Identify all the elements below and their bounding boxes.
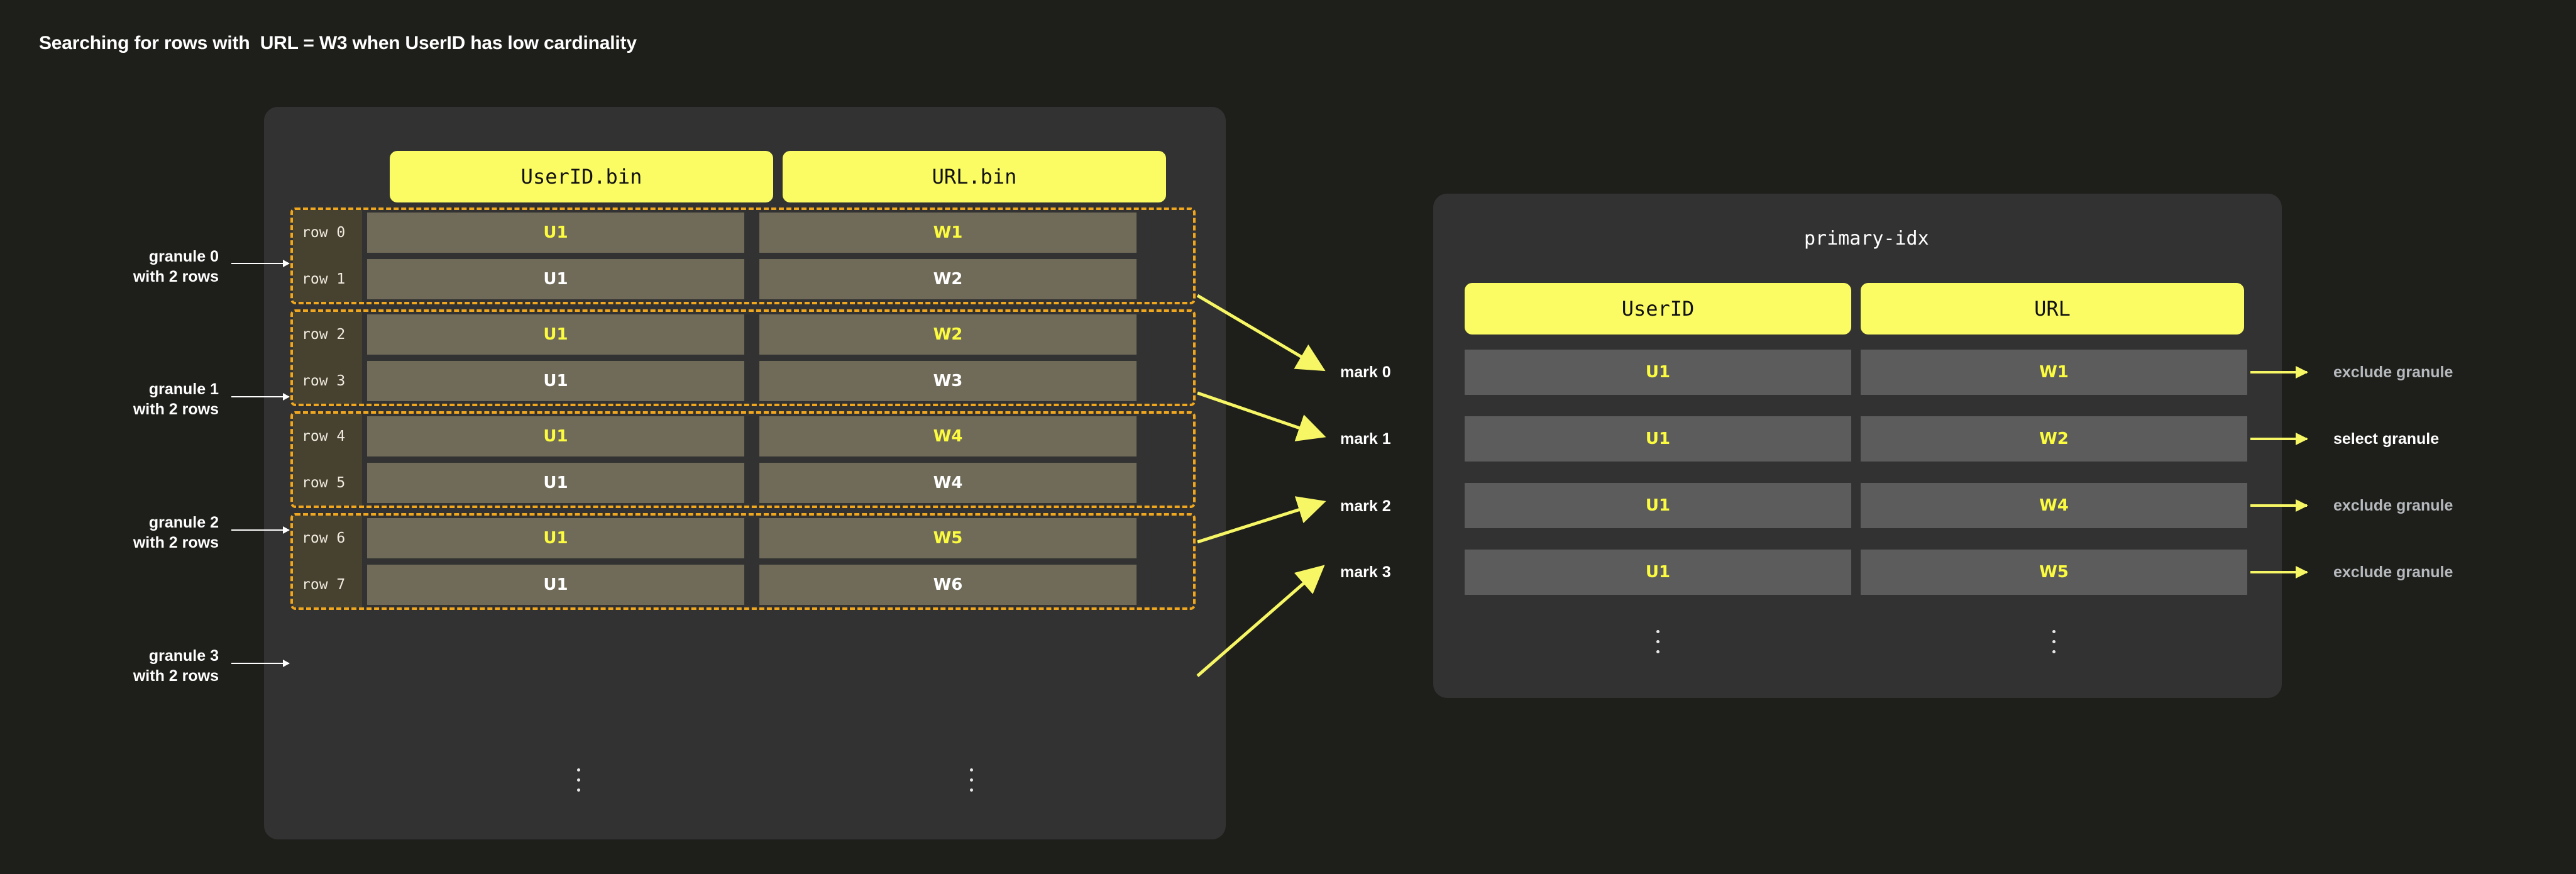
granule-note-title: granule 0 bbox=[148, 248, 219, 265]
granule-note-sub: with 2 rows bbox=[133, 667, 219, 685]
granule-note-sub: with 2 rows bbox=[133, 268, 219, 285]
page-title: Searching for rows with URL = W3 when Us… bbox=[39, 33, 637, 53]
result-arrow-3 bbox=[2250, 566, 2308, 578]
index-column-header-userid: UserID bbox=[1465, 283, 1851, 335]
granule-note-1: granule 1 with 2 rows bbox=[74, 379, 219, 419]
granule-pointer-arrow-1 bbox=[231, 393, 290, 401]
granule-note-title: granule 3 bbox=[148, 647, 219, 665]
mark-label-2: mark 2 bbox=[1340, 497, 1391, 515]
index-cell-userid: U1 bbox=[1465, 550, 1851, 595]
row-label: row 6 bbox=[293, 518, 362, 558]
index-cell-userid: U1 bbox=[1465, 483, 1851, 528]
granule-note-title: granule 2 bbox=[148, 514, 219, 531]
table-row: row 4 U1 W4 bbox=[293, 416, 1193, 456]
mark-label-3: mark 3 bbox=[1340, 563, 1391, 581]
url-column-ellipsis-icon bbox=[970, 768, 973, 792]
result-label-0: exclude granule bbox=[2333, 363, 2453, 381]
cell-userid: U1 bbox=[367, 259, 744, 299]
table-row: row 0 U1 W1 bbox=[293, 213, 1193, 253]
row-label: row 0 bbox=[293, 213, 362, 253]
column-header-userid-bin: UserID.bin bbox=[390, 151, 773, 202]
granule-note-title: granule 1 bbox=[148, 380, 219, 398]
cell-userid: U1 bbox=[367, 213, 744, 253]
index-cell-url: W2 bbox=[1861, 416, 2247, 462]
table-row: row 2 U1 W2 bbox=[293, 314, 1193, 355]
primary-idx-title: primary-idx bbox=[1804, 228, 1929, 250]
userid-column-ellipsis-icon bbox=[577, 768, 580, 792]
cell-userid: U1 bbox=[367, 416, 744, 456]
index-column-header-url: URL bbox=[1861, 283, 2244, 335]
cell-url: W6 bbox=[759, 565, 1137, 605]
granule-note-0: granule 0 with 2 rows bbox=[74, 246, 219, 287]
table-row: row 1 U1 W2 bbox=[293, 259, 1193, 299]
index-url-ellipsis-icon bbox=[2052, 630, 2056, 653]
row-label: row 1 bbox=[293, 259, 362, 299]
cell-url: W2 bbox=[759, 259, 1137, 299]
granule-box: row 4 U1 W4 row 5 U1 W4 bbox=[290, 411, 1196, 508]
cell-url: W2 bbox=[759, 314, 1137, 355]
granule-note-sub: with 2 rows bbox=[133, 401, 219, 418]
granule-pointer-arrow-3 bbox=[231, 660, 290, 667]
granule-list: row 0 U1 W1 row 1 U1 W2 row 2 U1 W2 bbox=[290, 207, 1196, 615]
cell-userid: U1 bbox=[367, 314, 744, 355]
granule-box: row 2 U1 W2 row 3 U1 W3 bbox=[290, 309, 1196, 406]
result-label-1: select granule bbox=[2333, 430, 2440, 448]
index-cell-userid: U1 bbox=[1465, 416, 1851, 462]
cell-userid: U1 bbox=[367, 518, 744, 558]
index-cell-userid: U1 bbox=[1465, 350, 1851, 395]
cell-url: W1 bbox=[759, 213, 1137, 253]
row-label: row 4 bbox=[293, 416, 362, 456]
row-label: row 5 bbox=[293, 463, 362, 503]
mark-label-0: mark 0 bbox=[1340, 363, 1391, 381]
granule-pointer-arrow-0 bbox=[231, 260, 290, 267]
granule-box: row 6 U1 W5 row 7 U1 W6 bbox=[290, 513, 1196, 610]
cell-url: W5 bbox=[759, 518, 1137, 558]
row-label: row 3 bbox=[293, 361, 362, 401]
result-label-3: exclude granule bbox=[2333, 563, 2453, 581]
result-arrow-2 bbox=[2250, 499, 2308, 512]
granule-note-3: granule 3 with 2 rows bbox=[74, 646, 219, 686]
mark-label-1: mark 1 bbox=[1340, 430, 1391, 448]
index-userid-ellipsis-icon bbox=[1656, 630, 1660, 653]
granule-note-sub: with 2 rows bbox=[133, 534, 219, 551]
granule-pointer-arrow-2 bbox=[231, 526, 290, 534]
index-cell-url: W5 bbox=[1861, 550, 2247, 595]
row-label: row 2 bbox=[293, 314, 362, 355]
table-row: row 6 U1 W5 bbox=[293, 518, 1193, 558]
cell-url: W4 bbox=[759, 416, 1137, 456]
table-row: row 3 U1 W3 bbox=[293, 361, 1193, 401]
table-row: row 7 U1 W6 bbox=[293, 565, 1193, 605]
column-header-url-bin: URL.bin bbox=[783, 151, 1166, 202]
table-row: row 5 U1 W4 bbox=[293, 463, 1193, 503]
cell-userid: U1 bbox=[367, 463, 744, 503]
cell-url: W4 bbox=[759, 463, 1137, 503]
cell-userid: U1 bbox=[367, 565, 744, 605]
row-label: row 7 bbox=[293, 565, 362, 605]
granule-box: row 0 U1 W1 row 1 U1 W2 bbox=[290, 207, 1196, 304]
index-cell-url: W4 bbox=[1861, 483, 2247, 528]
result-label-2: exclude granule bbox=[2333, 497, 2453, 514]
cell-url: W3 bbox=[759, 361, 1137, 401]
cell-userid: U1 bbox=[367, 361, 744, 401]
result-arrow-1 bbox=[2250, 433, 2308, 445]
index-cell-url: W1 bbox=[1861, 350, 2247, 395]
result-arrow-0 bbox=[2250, 366, 2308, 379]
granule-note-2: granule 2 with 2 rows bbox=[74, 512, 219, 553]
